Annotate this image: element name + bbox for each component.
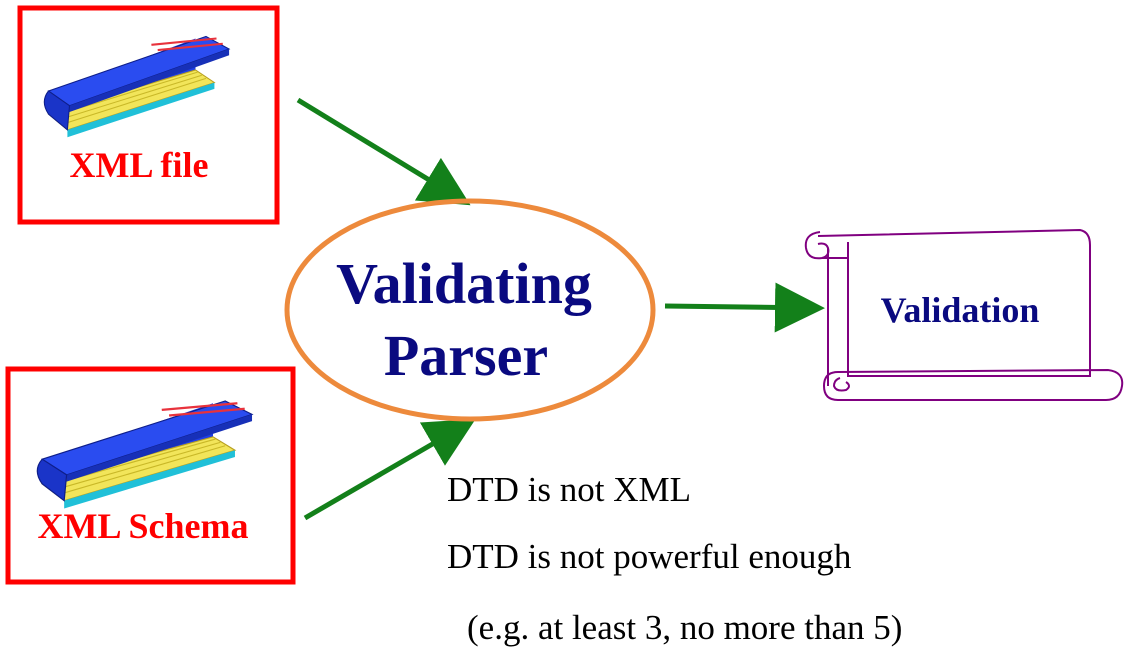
xml-file-node: XML file: [17, 5, 280, 225]
xml-schema-label: XML Schema: [38, 506, 249, 546]
validation-scroll-bottom-curl: [832, 377, 850, 392]
xml-schema-box: [5, 366, 296, 585]
xml-schema-node: XML Schema: [5, 366, 296, 585]
xml-file-book-icon: [43, 35, 231, 139]
validation-scroll-body: [817, 228, 1091, 377]
xml-file-box: [17, 5, 280, 225]
arrow-xml-file-to-parser: [296, 97, 471, 206]
parser-label-line1: Validating: [336, 251, 592, 316]
validation-label: Validation: [881, 290, 1040, 330]
validating-parser-node: Validating Parser: [284, 198, 656, 422]
parser-label-line2: Parser: [384, 323, 548, 388]
validation-scroll-node: Validation: [804, 228, 1124, 401]
xml-schema-book-icon: [36, 399, 254, 510]
note-dtd-not-xml: DTD is not XML: [447, 470, 692, 509]
validation-scroll-bottom-roll: [822, 368, 1124, 401]
validating-parser-ellipse: [284, 198, 656, 422]
arrow-xml-schema-to-parser: [303, 418, 476, 521]
arrow-parser-to-validation: [664, 282, 825, 333]
note-dtd-not-powerful: DTD is not powerful enough: [447, 537, 852, 576]
note-example: (e.g. at least 3, no more than 5): [467, 608, 903, 647]
xml-file-label: XML file: [70, 145, 209, 185]
